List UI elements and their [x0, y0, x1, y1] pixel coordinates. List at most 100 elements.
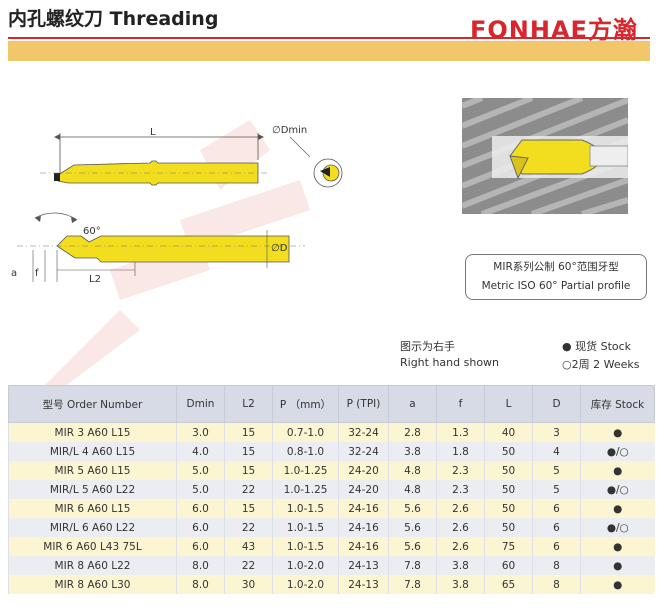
table-cell: 50 [484, 480, 533, 499]
table-cell: 15 [224, 442, 273, 461]
table-cell: 60 [484, 556, 533, 575]
table-cell: 4.0 [176, 442, 225, 461]
table-cell: 7.8 [388, 556, 437, 575]
table-cell: 15 [224, 461, 273, 480]
table-cell: 24-20 [338, 461, 389, 480]
table-cell: 5.0 [176, 480, 225, 499]
thread-illustration [462, 98, 628, 214]
table-cell: 5.0 [176, 461, 225, 480]
table-cell: 6.0 [176, 518, 225, 537]
order-number-cell: MIR/L 4 A60 L15 [8, 442, 177, 461]
header-rule [8, 37, 650, 39]
table-cell: 4.8 [388, 480, 437, 499]
table-cell: ● [580, 537, 655, 556]
table-cell: 8 [532, 575, 581, 594]
order-number-cell: MIR 8 A60 L22 [8, 556, 177, 575]
table-cell: 8.0 [176, 556, 225, 575]
header-band [8, 41, 650, 61]
tool-drawing-side: 60° ∅D a f L2 [11, 212, 305, 285]
table-cell: 5 [532, 480, 581, 499]
col-header: P （mm） [272, 385, 339, 423]
tool-drawing-top: L ∅Dmin [40, 125, 343, 188]
col-header: Dmin [176, 385, 225, 423]
table-cell: ● [580, 499, 655, 518]
table-cell: 24-20 [338, 480, 389, 499]
table-cell: 2.8 [388, 422, 437, 442]
table-cell: 43 [224, 537, 273, 556]
table-cell: 22 [224, 518, 273, 537]
dim-angle-label: 60° [83, 226, 101, 237]
table-cell: 1.0-1.25 [272, 461, 339, 480]
table-cell: 40 [484, 422, 533, 442]
order-number-cell: MIR 8 A60 L30 [8, 575, 177, 594]
table-cell: 4 [532, 442, 581, 461]
page-title: 内孔螺纹刀 Threading [8, 8, 219, 30]
profile-line-cn: MIR系列公制 60°范围牙型 [493, 261, 619, 273]
dim-d-label: ∅D [271, 243, 288, 254]
col-header: a [388, 385, 437, 423]
order-number-cell: MIR 5 A60 L15 [8, 461, 177, 480]
col-header: D [532, 385, 581, 423]
table-cell: 1.3 [436, 422, 485, 442]
table-cell: 2.3 [436, 480, 485, 499]
order-number-cell: MIR/L 5 A60 L22 [8, 480, 177, 499]
table-cell: 50 [484, 518, 533, 537]
table-cell: ● [580, 461, 655, 480]
hand-note-cn: 图示为右手 [400, 340, 455, 353]
dim-l2-label: L2 [89, 274, 101, 285]
table-cell: ● [580, 575, 655, 594]
table-cell: ●/○ [580, 480, 655, 499]
table-cell: 24-16 [338, 518, 389, 537]
table-cell: 6.0 [176, 537, 225, 556]
table-cell: 65 [484, 575, 533, 594]
weeks-legend: ○2周 2 Weeks [562, 358, 640, 371]
table-cell: 22 [224, 480, 273, 499]
table-cell: 1.0-1.5 [272, 518, 339, 537]
table-cell: 22 [224, 556, 273, 575]
table-cell: 2.6 [436, 537, 485, 556]
table-cell: 6.0 [176, 499, 225, 518]
table-cell: 5.6 [388, 518, 437, 537]
table-cell: 6 [532, 499, 581, 518]
table-cell: 1.0-2.0 [272, 575, 339, 594]
table-cell: 6 [532, 518, 581, 537]
table-cell: 2.3 [436, 461, 485, 480]
order-number-cell: MIR/L 6 A60 L22 [8, 518, 177, 537]
dim-a-label: a [11, 268, 17, 279]
table-cell: 0.7-1.0 [272, 422, 339, 442]
table-cell: 1.0-1.25 [272, 480, 339, 499]
table-cell: 6 [532, 537, 581, 556]
stock-legend: ● 现货 Stock [562, 340, 632, 353]
order-number-cell: MIR 6 A60 L43 75L [8, 537, 177, 556]
table-cell: ●/○ [580, 518, 655, 537]
table-cell: ●/○ [580, 442, 655, 461]
table-cell: 5.6 [388, 537, 437, 556]
profile-caption: MIR系列公制 60°范围牙型 Metric ISO 60° Partial p… [465, 254, 647, 300]
dim-f-label: f [35, 268, 39, 279]
table-cell: 3 [532, 422, 581, 442]
table-cell: 2.6 [436, 518, 485, 537]
table-header-row: 型号 Order Number Dmin L2 P （mm） P (TPI) a… [8, 385, 655, 423]
table-cell: 32-24 [338, 422, 389, 442]
hand-note-en: Right hand shown [400, 356, 500, 369]
col-header: f [436, 385, 485, 423]
table-cell: 24-16 [338, 499, 389, 518]
table-cell: 75 [484, 537, 533, 556]
table-cell: 0.8-1.0 [272, 442, 339, 461]
table-cell: 3.8 [388, 442, 437, 461]
table-cell: 3.0 [176, 422, 225, 442]
table-cell: 32-24 [338, 442, 389, 461]
table-cell: 15 [224, 422, 273, 442]
spec-table: 型号 Order Number Dmin L2 P （mm） P (TPI) a… [8, 385, 655, 594]
col-header: L [484, 385, 533, 423]
col-header: L2 [224, 385, 273, 423]
table-cell: 5.6 [388, 499, 437, 518]
col-header: P (TPI) [338, 385, 389, 423]
